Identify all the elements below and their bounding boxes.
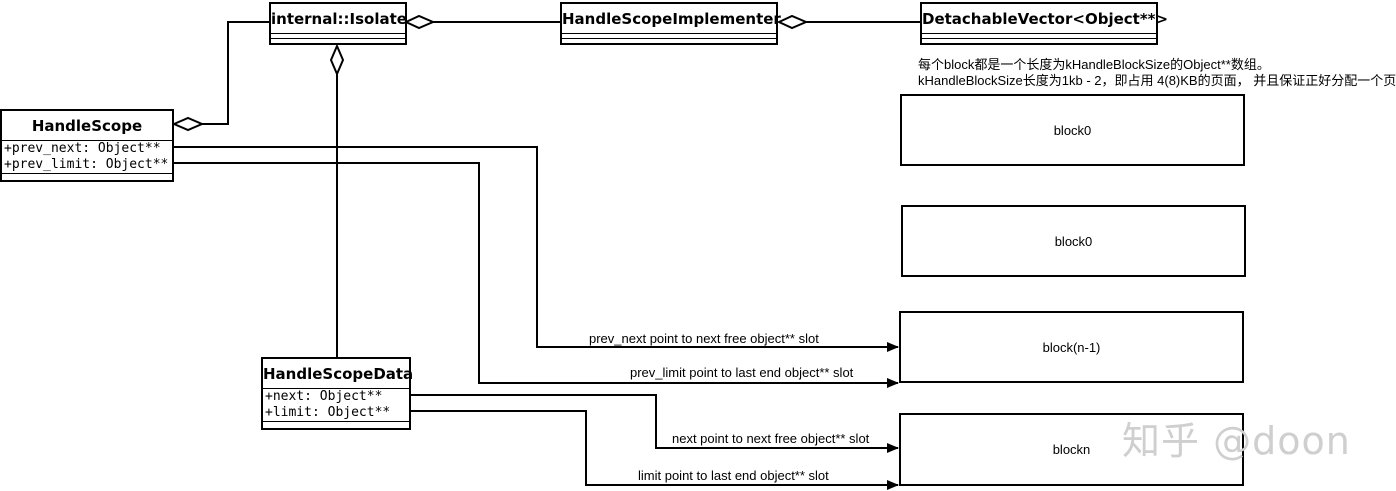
class-attr-section xyxy=(271,34,405,39)
aggregation-diamond xyxy=(776,14,809,30)
note-line-1: 每个block都是一个长度为kHandleBlockSize的Object**数… xyxy=(918,57,1270,72)
block-label: block(n-1) xyxy=(1042,339,1101,355)
isolate-class: internal::Isolate xyxy=(269,2,407,45)
block-label: blockn xyxy=(1052,442,1091,457)
prev-next-label: prev_next point to next free object** sl… xyxy=(589,331,819,346)
watermark: 知乎 @doon xyxy=(1122,419,1351,463)
class-title: HandleScopeImplementer xyxy=(562,4,781,34)
class-title: DetachableVector<Object**> xyxy=(922,4,1168,34)
block-label: block0 xyxy=(1053,122,1092,138)
aggregation-diamond xyxy=(403,14,436,30)
class-attrs: +prev_next: Object** +prev_limit: Object… xyxy=(2,141,172,174)
block-label: block0 xyxy=(1054,233,1093,249)
class-title: HandleScope xyxy=(2,111,172,141)
block-box: block0 xyxy=(900,94,1245,166)
block-box: block0 xyxy=(901,205,1246,277)
class-title: HandleScopeData xyxy=(263,359,413,389)
aggregation-diamond xyxy=(171,116,205,132)
class-attrs: +next: Object** +limit: Object** xyxy=(263,389,409,422)
attr-next: +next: Object** xyxy=(265,389,383,404)
handle-scope-class: HandleScope +prev_next: Object** +prev_l… xyxy=(0,109,174,182)
handlescope-isolate-link xyxy=(202,21,270,125)
class-attr-section xyxy=(562,34,776,39)
handle-scope-data-class: HandleScopeData +next: Object** +limit: … xyxy=(261,357,413,430)
block-box: blockn xyxy=(899,413,1244,486)
prev-next-arrow xyxy=(174,146,899,352)
note-line-2: kHandleBlockSize长度为1kb - 2，即占用 4(8)KB的页面… xyxy=(918,73,1396,88)
limit-arrow xyxy=(411,410,899,490)
attr-prev-limit: +prev_limit: Object** xyxy=(4,157,169,172)
class-attr-section xyxy=(922,34,1156,39)
prev-limit-arrow xyxy=(174,162,899,388)
block-note: 每个block都是一个长度为kHandleBlockSize的Object**数… xyxy=(918,57,1396,89)
next-arrow xyxy=(411,394,899,453)
block-box: block(n-1) xyxy=(899,311,1244,383)
handle-scope-implementer-class: HandleScopeImplementer xyxy=(560,2,781,45)
aggregation-diamond xyxy=(329,43,345,77)
next-label: next point to next free object** slot xyxy=(672,431,870,446)
attr-prev-next: +prev_next: Object** xyxy=(4,141,161,156)
attr-limit: +limit: Object** xyxy=(265,405,391,420)
detachable-vector-class: DetachableVector<Object**> xyxy=(920,2,1168,45)
limit-label: limit point to last end object** slot xyxy=(638,468,829,483)
prev-limit-label: prev_limit point to last end object** sl… xyxy=(630,365,854,380)
class-title: internal::Isolate xyxy=(271,4,407,34)
